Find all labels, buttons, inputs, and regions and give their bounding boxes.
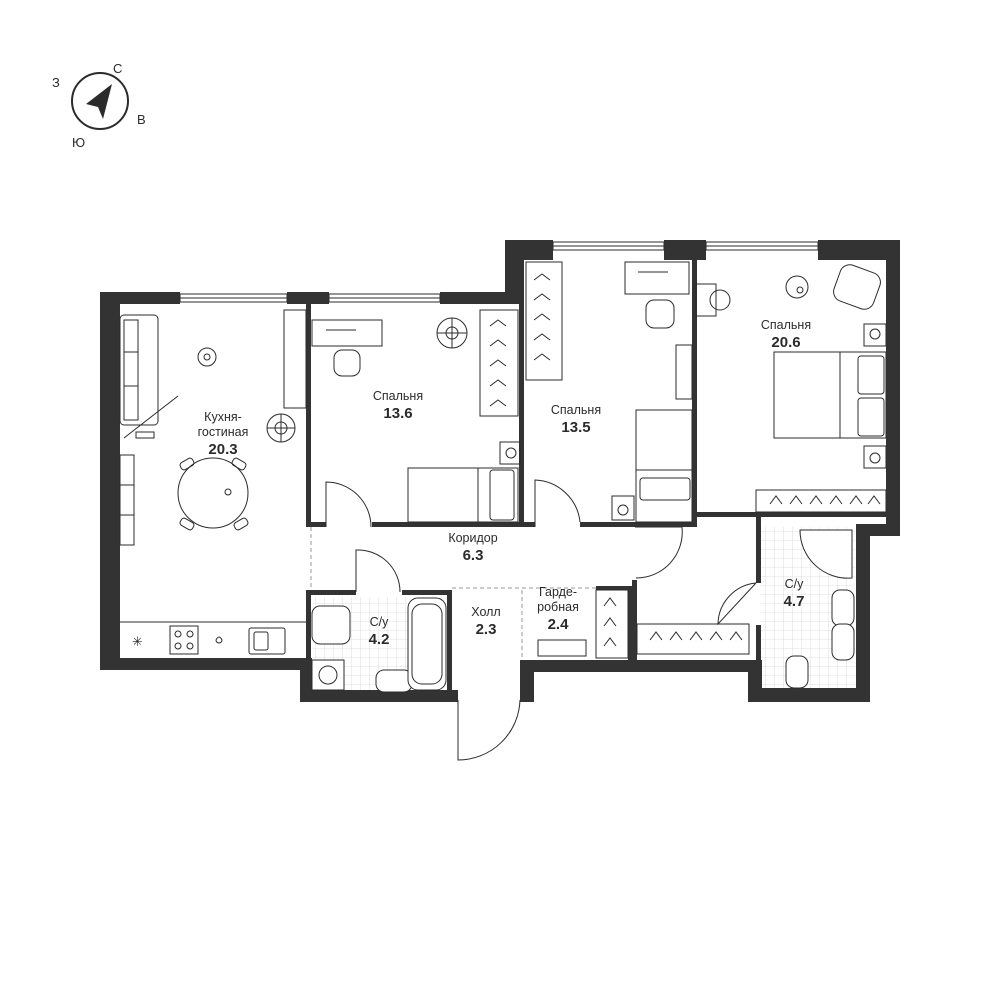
compass-icon <box>71 72 129 130</box>
toilet-icon <box>785 655 809 689</box>
lamp-icon <box>785 275 809 299</box>
doors <box>325 479 757 761</box>
wardrobe-icon <box>755 489 887 513</box>
wardrobe-icon <box>525 261 563 381</box>
washing-machine-icon <box>311 659 345 691</box>
bedroom2-furniture <box>525 261 693 523</box>
plant-icon <box>436 317 468 349</box>
room-label-corridor: Коридор 6.3 <box>448 531 498 564</box>
windows <box>179 241 819 303</box>
interior-walls <box>306 260 886 700</box>
toilet-icon <box>311 605 351 645</box>
bed-icon <box>635 409 693 523</box>
sofa-icon <box>119 314 159 426</box>
kitchen-furniture: ✳ <box>119 309 307 655</box>
shower-icon <box>799 529 853 579</box>
area-value: 4.2 <box>368 631 390 648</box>
area-value: 2.4 <box>547 616 569 633</box>
sink-icon <box>831 589 855 627</box>
room-label-bedroom-2: Спальня 13.5 <box>550 403 602 436</box>
lamp-icon <box>197 347 217 367</box>
bed-icon <box>773 351 887 439</box>
desk-icon <box>624 261 690 295</box>
area-value: 20.6 <box>771 334 801 351</box>
sink-icon <box>375 669 413 693</box>
room-label-bathroom-1: С/у 4.2 <box>368 615 390 648</box>
svg-text:✳: ✳ <box>132 635 143 650</box>
corridor-fixtures <box>537 589 750 659</box>
area-value: 13.5 <box>561 419 591 436</box>
area-value: 13.6 <box>383 405 413 422</box>
wardrobe-icon <box>595 589 629 659</box>
room-label-bedroom-1: Спальня 13.6 <box>372 389 424 422</box>
armchair-icon <box>833 264 881 310</box>
room-label-bathroom-2: С/у 4.7 <box>783 577 805 610</box>
area-value: 6.3 <box>462 547 484 564</box>
desk-icon <box>311 319 383 347</box>
room-label-wardrobe: Гарде- робная 2.4 <box>537 585 579 633</box>
wardrobe-icon <box>636 623 750 655</box>
vanity-icon <box>695 283 717 317</box>
area-value: 4.7 <box>783 593 805 610</box>
plant-icon <box>266 413 296 443</box>
room-label-hall: Холл 2.3 <box>471 605 501 638</box>
area-value: 20.3 <box>208 441 238 458</box>
chair-icon <box>333 349 361 377</box>
exterior-walls <box>100 240 900 702</box>
bedroom3-furniture <box>695 264 887 513</box>
chair-icon <box>645 299 675 329</box>
dining-table-icon <box>177 457 249 529</box>
shelf-icon <box>537 639 587 657</box>
bed-icon <box>407 467 519 523</box>
wardrobe-icon <box>479 309 519 417</box>
bathroom2-fixtures <box>785 529 855 689</box>
area-value: 2.3 <box>475 621 497 638</box>
compass-north: С <box>113 61 123 76</box>
room-label-bedroom-3: Спальня 20.6 <box>760 318 812 351</box>
zone-dividers <box>310 527 596 660</box>
compass-east: В <box>137 112 146 127</box>
room-label-kitchen-living: Кухня- гостиная 20.3 <box>197 410 249 458</box>
bathroom1-fixtures <box>311 597 447 693</box>
compass-south: Ю <box>72 135 86 150</box>
north-arrow-icon <box>86 84 112 119</box>
sink-icon <box>831 623 855 661</box>
sink-icon <box>248 627 286 655</box>
bedroom1-furniture <box>311 309 521 523</box>
compass-west: З <box>52 75 60 90</box>
bathtub-icon <box>407 597 447 691</box>
